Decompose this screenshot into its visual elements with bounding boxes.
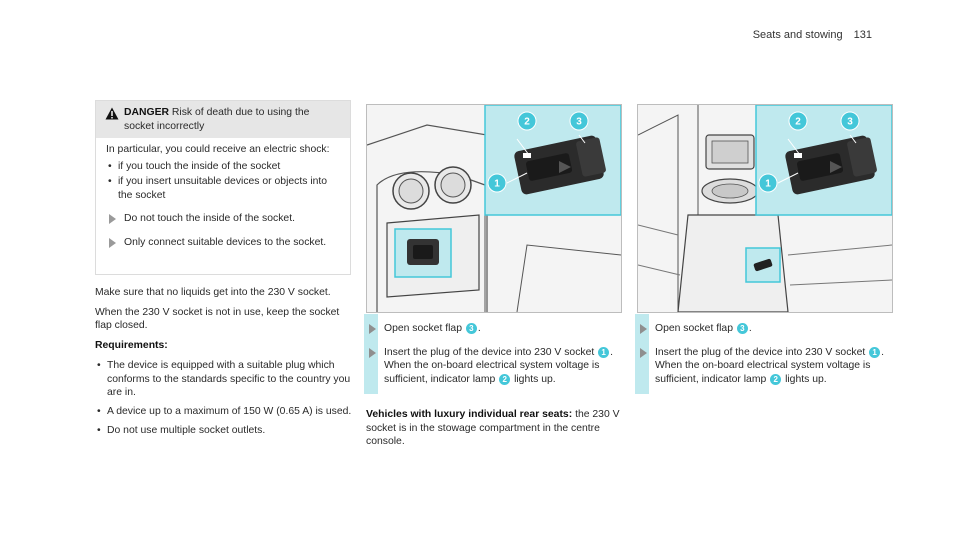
step-end: .	[748, 323, 752, 334]
warning-bullet-list: if you touch the inside of the socket if…	[106, 160, 340, 202]
step-arrow-icon	[109, 214, 116, 225]
callout-3: 3	[847, 117, 853, 128]
callout-2: 2	[524, 117, 530, 128]
requirements-list: The device is equipped with a suitable p…	[95, 359, 355, 438]
step-text: Insert the plug of the device into 230 V…	[384, 346, 595, 358]
warning-triangle-icon	[105, 107, 119, 120]
instruction-step: Insert the plug of the device into 230 V…	[366, 346, 620, 387]
callout-2: 2	[795, 117, 801, 128]
page-header: Seats and stowing 131	[753, 28, 872, 43]
page-number: 131	[853, 29, 872, 41]
danger-label: DANGER	[124, 107, 170, 118]
list-item: if you insert unsuitable devices or obje…	[106, 175, 340, 202]
warning-step-text: Only connect suitable devices to the soc…	[124, 237, 327, 249]
instruction-step: Insert the plug of the device into 230 V…	[637, 346, 891, 387]
step-text: lights up.	[514, 374, 556, 386]
ref-badge-2: 2	[770, 374, 782, 386]
list-item: if you touch the inside of the socket	[106, 160, 340, 174]
warning-header: DANGER Risk of death due to using the so…	[96, 101, 350, 139]
luxury-seats-text: the 230 V socket is in the stowage compa…	[366, 409, 620, 448]
instruction-step: Open socket flap 3.	[637, 322, 891, 336]
step-arrow-icon	[640, 347, 647, 358]
middle-instructions: Open socket flap 3. Insert the plug of t…	[364, 314, 620, 397]
left-text-column: Make sure that no liquids get into the 2…	[95, 286, 355, 443]
warning-title: Risk of death due to using the socket in…	[124, 107, 310, 132]
step-text: Open socket flap	[655, 323, 733, 334]
instruction-step: Open socket flap 3.	[366, 322, 620, 336]
right-instructions: Open socket flap 3. Insert the plug of t…	[635, 314, 891, 397]
step-text: lights up.	[785, 374, 827, 386]
list-item: The device is equipped with a suitable p…	[95, 359, 355, 400]
callout-1: 1	[494, 179, 500, 190]
stowage-compartment-illustration: 1 2 3	[638, 105, 892, 312]
flap-note: When the 230 V socket is not in use, kee…	[95, 306, 340, 332]
ref-badge-3: 3	[465, 323, 477, 334]
luxury-seats-note: Vehicles with luxury individual rear sea…	[366, 408, 620, 449]
ref-badge-3: 3	[736, 323, 748, 334]
step-arrow-icon	[369, 347, 376, 358]
requirements-title: Requirements:	[95, 340, 168, 352]
liquids-note: Make sure that no liquids get into the 2…	[95, 287, 331, 298]
warning-step: Only connect suitable devices to the soc…	[106, 236, 340, 250]
warning-step: Do not touch the inside of the socket.	[106, 212, 340, 226]
danger-warning-box: DANGER Risk of death due to using the so…	[95, 100, 351, 275]
warning-body: In particular, you could receive an elec…	[96, 138, 350, 249]
ref-badge-1: 1	[598, 346, 610, 358]
ref-badge-2: 2	[499, 374, 511, 386]
step-arrow-icon	[369, 324, 376, 334]
rear-console-illustration: 1 2 3	[367, 105, 621, 312]
step-end: .	[477, 323, 481, 334]
step-text: Insert the plug of the device into 230 V…	[655, 346, 866, 358]
callout-1: 1	[765, 179, 771, 190]
step-text: . When the on-board electrical system vo…	[655, 346, 885, 386]
section-title: Seats and stowing	[752, 29, 843, 41]
warning-intro: In particular, you could receive an elec…	[106, 144, 330, 156]
step-text: . When the on-board electrical system vo…	[384, 346, 614, 386]
step-arrow-icon	[109, 238, 116, 249]
ref-badge-1: 1	[869, 346, 881, 358]
callout-3: 3	[576, 117, 582, 128]
list-item: A device up to a maximum of 150 W (0.65 …	[95, 405, 355, 419]
step-text: Open socket flap	[384, 323, 462, 334]
figure-stowage-compartment-socket: 1 2 3	[637, 104, 893, 313]
warning-step-text: Do not touch the inside of the socket.	[124, 213, 295, 225]
step-arrow-icon	[640, 324, 647, 334]
luxury-seats-label: Vehicles with luxury individual rear sea…	[366, 409, 573, 420]
figure-rear-console-socket: 1 2 3	[366, 104, 622, 313]
list-item: Do not use multiple socket outlets.	[95, 424, 355, 438]
